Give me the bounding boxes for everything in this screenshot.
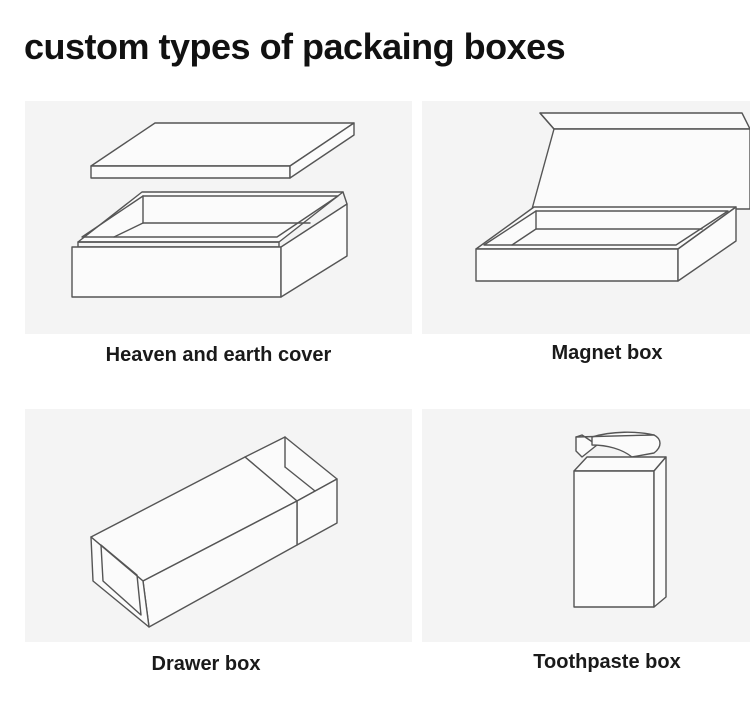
- page-title: custom types of packaing boxes: [24, 26, 566, 67]
- box-card-drawer: [25, 409, 412, 642]
- box-label-magnet: Magnet box: [551, 342, 663, 364]
- magnetic-flip-box-icon: [475, 112, 750, 282]
- box-label-toothpaste: Toothpaste box: [533, 651, 681, 673]
- box-card-toothpaste: [422, 409, 750, 642]
- lid-and-base-box-icon: [71, 122, 355, 298]
- box-card-heaven-earth-cover: [25, 101, 412, 334]
- box-card-magnet: [422, 101, 750, 334]
- sliding-drawer-box-icon: [90, 436, 338, 628]
- box-label-drawer: Drawer box: [151, 653, 261, 675]
- box-label-heaven-earth-cover: Heaven and earth cover: [105, 344, 332, 366]
- tuck-end-carton-icon: [573, 431, 667, 608]
